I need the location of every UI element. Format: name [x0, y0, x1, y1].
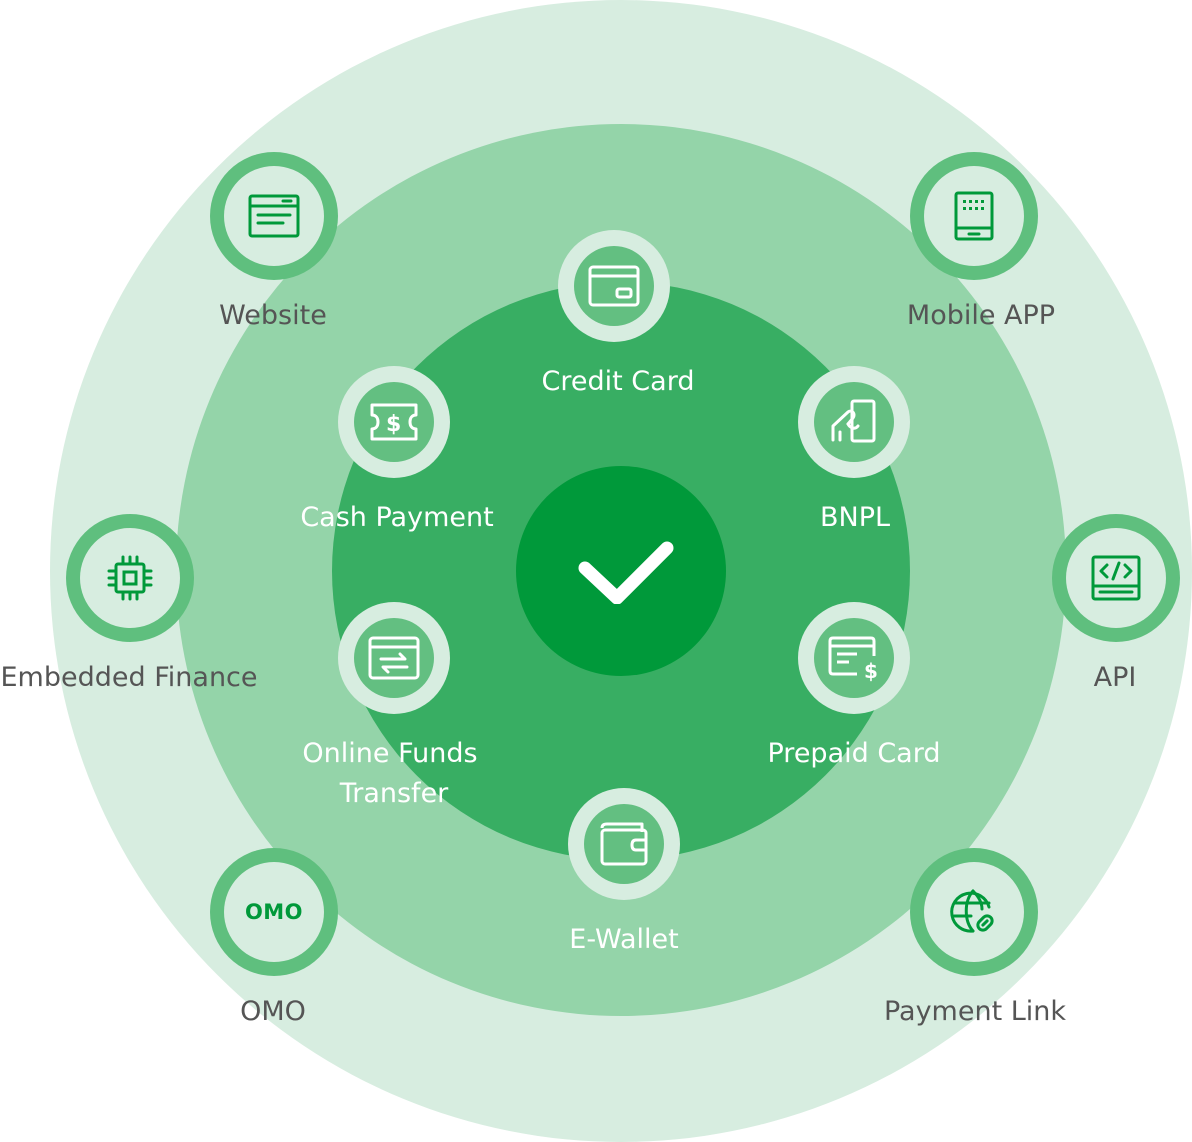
embedded-finance-label: Embedded Finance: [0, 662, 258, 693]
online-funds-transfer-label-line1: Online Funds: [302, 738, 478, 769]
prepaid-card-label: Prepaid Card: [767, 738, 941, 769]
api-label: API: [1093, 662, 1137, 693]
cash-payment-node: $: [338, 366, 450, 478]
e-wallet-label: E-Wallet: [569, 924, 679, 955]
cash-ticket-icon: $: [370, 403, 418, 441]
omo-node: OMO: [210, 848, 338, 976]
hand-card-icon: [831, 399, 876, 443]
browser-window-icon: [248, 194, 300, 238]
mobile-app-label: Mobile APP: [906, 300, 1056, 331]
credit-card-node: [558, 230, 670, 342]
checkmark-icon: [578, 541, 674, 604]
e-wallet-node: [568, 788, 680, 900]
api-node: [1052, 514, 1180, 642]
omo-label: OMO: [240, 996, 306, 1027]
code-window-icon: [1091, 555, 1141, 601]
chip-icon: [107, 555, 153, 601]
website-label: Website: [219, 300, 327, 331]
mobile-device-icon: [954, 191, 994, 241]
online-funds-transfer-label-line2: Transfer: [339, 778, 449, 809]
center-check-disc: [516, 466, 726, 676]
transfer-icon: [368, 636, 420, 680]
embedded-finance-node: [66, 514, 194, 642]
cash-payment-label: Cash Payment: [300, 502, 494, 533]
credit-card-label: Credit Card: [541, 366, 695, 397]
bnpl-node: [798, 366, 910, 478]
bnpl-label: BNPL: [819, 502, 891, 533]
globe-link-icon: [950, 889, 994, 933]
payment-link-label: Payment Link: [883, 996, 1067, 1027]
svg-text:$: $: [386, 412, 401, 437]
svg-text:$: $: [864, 659, 878, 682]
omo-icon-text: OMO: [244, 900, 304, 924]
credit-card-icon: [588, 265, 640, 307]
payment-link-node: [910, 848, 1038, 976]
mobile-app-node: [910, 152, 1038, 280]
online-funds-transfer-node: [338, 602, 450, 714]
prepaid-card-node: $: [798, 602, 910, 714]
website-node: [210, 152, 338, 280]
card-dollar-icon: $: [828, 636, 878, 682]
wallet-icon: [600, 822, 648, 866]
